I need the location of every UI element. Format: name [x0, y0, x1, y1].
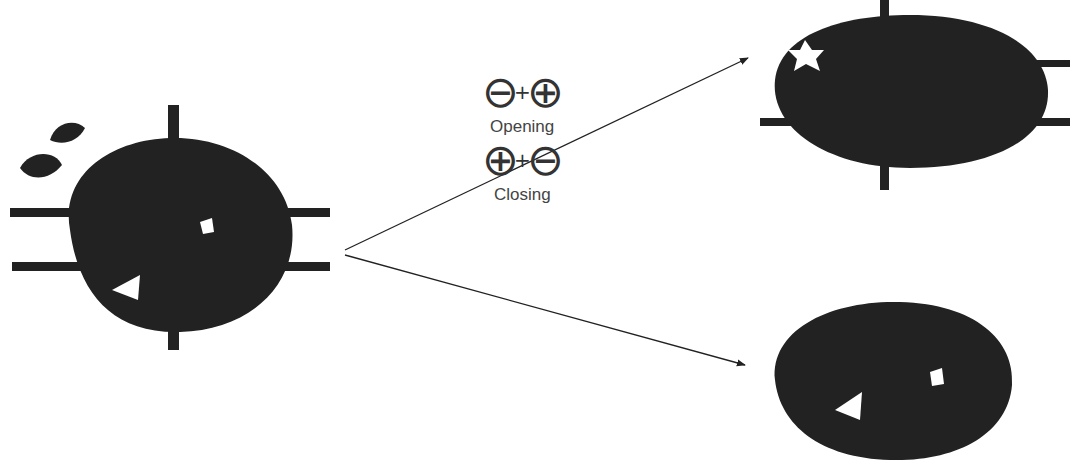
opening-arrow: [345, 58, 748, 250]
opening-horizontal-bar: [760, 118, 1070, 126]
input-vertical-bar: [168, 105, 179, 350]
input-body: [69, 138, 293, 332]
operation-name: Opening: [490, 118, 554, 135]
input-hole: [200, 218, 214, 234]
closing-hole: [835, 392, 862, 420]
dilation-symbol: ⊕: [527, 70, 564, 114]
input-noise-blob: [50, 123, 85, 143]
input-horizontal-bar: [12, 262, 330, 271]
closing-hole: [930, 368, 944, 386]
closing-body: [775, 302, 1012, 460]
opening-horizontal-bar: [1000, 60, 1070, 67]
erosion-symbol: ⊖: [527, 138, 564, 182]
operation-name: Closing: [494, 186, 551, 203]
closing-result: [775, 302, 1012, 460]
opening-body: [775, 15, 1048, 168]
opening-hole: [788, 40, 824, 71]
input-hole: [112, 275, 140, 300]
opening-result: [760, 0, 1070, 190]
opening-vertical-bar: [880, 0, 889, 190]
dilation-symbol: ⊕: [482, 138, 519, 182]
input-horizontal-bar: [10, 208, 330, 217]
erosion-symbol: ⊖: [482, 70, 519, 114]
closing-arrow: [345, 255, 745, 365]
input-noise-blob: [20, 154, 62, 177]
input-shape: [10, 105, 330, 350]
